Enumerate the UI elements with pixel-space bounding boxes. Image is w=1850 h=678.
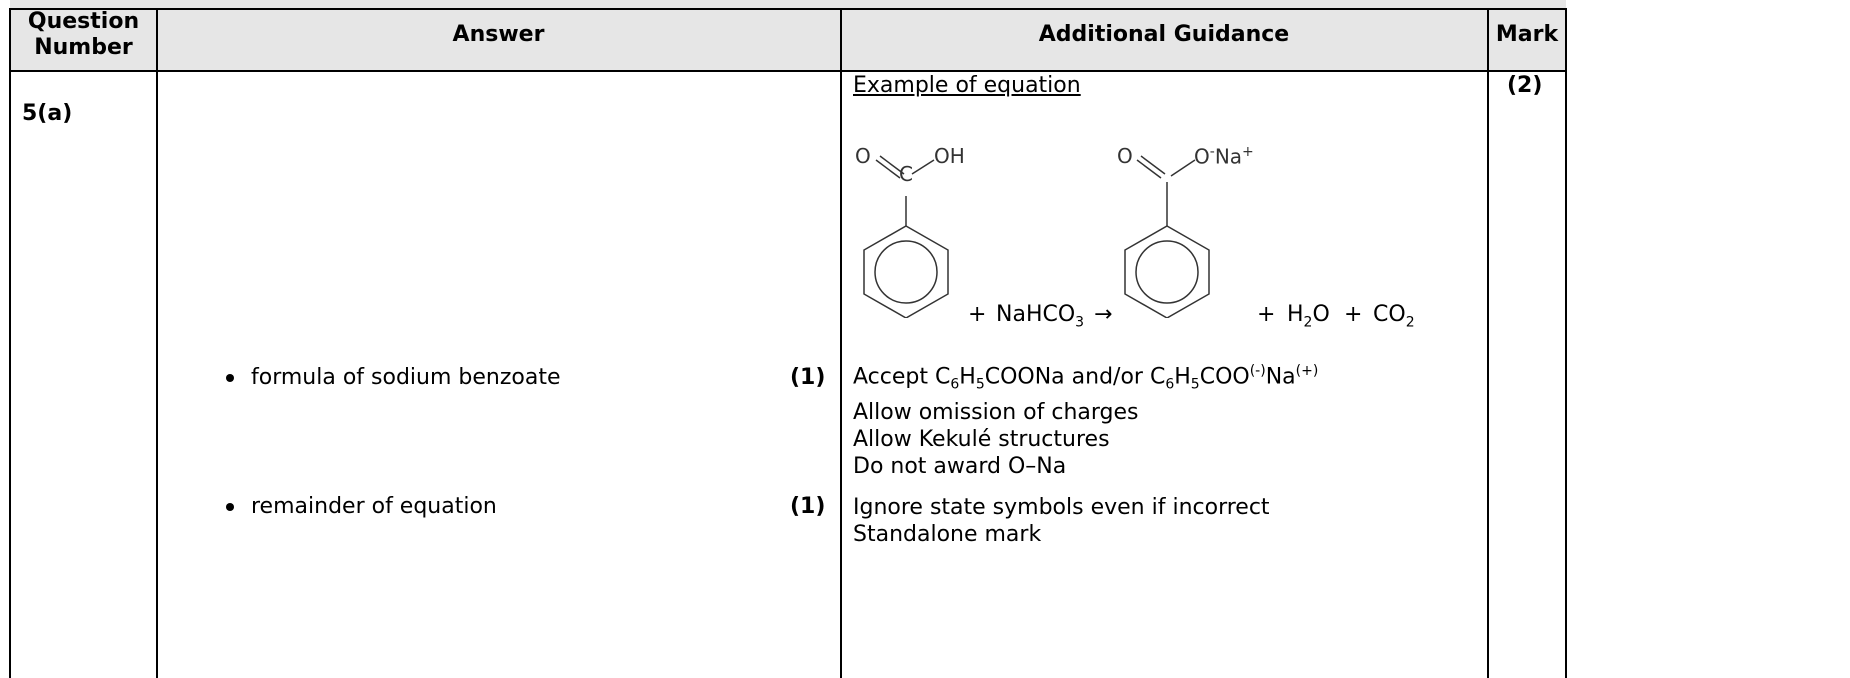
- column-divider-2: [840, 8, 842, 678]
- answer-mark-2: (1): [790, 494, 826, 519]
- column-divider-1: [156, 8, 158, 678]
- column-border-left: [9, 8, 11, 678]
- sodium-hydrogencarbonate: NaHCO3: [996, 302, 1085, 331]
- salt-o-label: O: [1117, 144, 1133, 168]
- header-answer: Answer: [157, 0, 840, 70]
- water-formula: H2O: [1287, 302, 1330, 331]
- column-divider-3: [1487, 8, 1489, 678]
- sodium-benzoate-structure: [1124, 155, 1210, 318]
- question-number: 5(a): [22, 101, 73, 126]
- guidance-line-state-symbols: Ignore state symbols even if incorrect: [853, 495, 1270, 520]
- benzoic-acid-structure: [863, 155, 949, 318]
- acid-oh-label: OH: [934, 144, 965, 168]
- example-heading: Example of equation: [853, 73, 1081, 98]
- answer-item-1: formula of sodium benzoate: [251, 365, 561, 390]
- salt-o-minus-label: O-Na+: [1194, 144, 1254, 169]
- reaction-arrow: →: [1094, 302, 1113, 327]
- acid-c-label: C: [899, 162, 913, 186]
- answer-item-2: remainder of equation: [251, 494, 497, 519]
- guidance-block-1: Accept C6H5COONa and/or C6H5COO(-)Na(+) …: [853, 358, 1318, 480]
- guidance-line-standalone: Standalone mark: [853, 522, 1042, 547]
- guidance-line-kekule: Allow Kekulé structures: [853, 426, 1110, 452]
- guidance-accept-line: Accept C6H5COONa and/or C6H5COO(-)Na(+): [853, 363, 1319, 393]
- table-border-top: [9, 8, 1567, 10]
- answer-mark-1: (1): [790, 365, 826, 390]
- header-mark: Mark: [1488, 0, 1566, 70]
- total-mark: (2): [1507, 73, 1543, 98]
- carbon-dioxide-formula: CO2: [1373, 302, 1415, 331]
- header-guidance: Additional Guidance: [840, 0, 1488, 70]
- equation-plus-3: +: [1344, 302, 1363, 327]
- header-divider: [9, 70, 1567, 72]
- guidance-block-2: Ignore state symbols even if incorrect S…: [853, 494, 1270, 548]
- equation-plus-1: +: [968, 302, 987, 327]
- column-border-right: [1565, 8, 1567, 678]
- bullet-2: [226, 503, 234, 511]
- equation-plus-2: +: [1257, 302, 1276, 327]
- acid-o-label: O: [855, 144, 871, 168]
- bullet-1: [226, 374, 234, 382]
- guidance-line-charges: Allow omission of charges: [853, 399, 1139, 425]
- guidance-line-do-not-award: Do not award O–Na: [853, 453, 1067, 479]
